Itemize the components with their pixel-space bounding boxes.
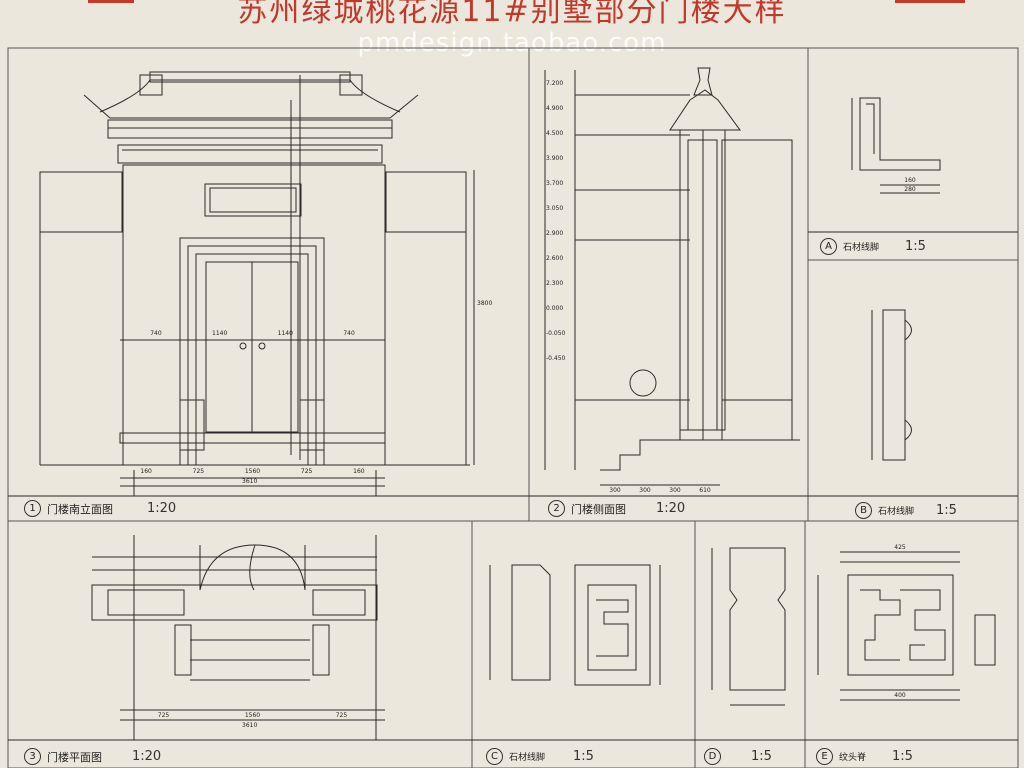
level: 2.600 <box>546 255 564 262</box>
dim: 725 <box>300 468 313 475</box>
dim: 740 <box>150 330 162 337</box>
plan-bottom-dims: 725 1560 725 <box>120 712 385 719</box>
detail-d-drawing <box>711 547 786 706</box>
title-rule-right <box>895 0 965 3</box>
caption-3: 3 门楼平面图 1:20 <box>24 748 161 765</box>
detail-c-drawing <box>489 564 661 686</box>
level: -0.450 <box>546 355 566 362</box>
height-dim: 3800 <box>477 300 493 307</box>
dim: 1140 <box>277 330 293 337</box>
elevation-drawing <box>39 71 475 496</box>
level: 4.500 <box>546 130 564 137</box>
dim: 300 <box>669 487 681 494</box>
detail-b-drawing <box>871 309 912 461</box>
caption-a-label: 石材线脚 <box>843 243 880 253</box>
level: 2.300 <box>546 280 564 287</box>
elev-total-dim: 3610 <box>242 478 258 485</box>
dim: 160 <box>140 468 152 475</box>
caption-1: 1 门楼南立面图 1:20 <box>24 500 176 517</box>
caption-e-label: 纹头脊 <box>839 753 867 763</box>
dim: 300 <box>639 487 651 494</box>
detail-e-dim1: 425 <box>894 544 906 551</box>
level: 4.900 <box>546 105 564 112</box>
caption-b-label: 石材线脚 <box>878 507 915 517</box>
level: 3.050 <box>546 205 564 212</box>
dim: 725 <box>157 712 170 719</box>
caption-c-number: C <box>486 748 503 765</box>
caption-d: D 1:5 <box>704 748 772 765</box>
caption-1-scale: 1:20 <box>147 501 177 516</box>
dim: 1560 <box>244 712 261 719</box>
detail-a-dim1: 160 <box>904 177 916 184</box>
caption-3-scale: 1:20 <box>132 749 162 764</box>
caption-e: E 纹头脊 1:5 <box>816 748 913 765</box>
elev-bottom-dims: 160 725 1560 725 160 <box>120 468 385 475</box>
caption-3-label: 门楼平面图 <box>47 750 102 764</box>
level: 0.000 <box>546 305 564 312</box>
level: -0.050 <box>546 330 566 337</box>
dim: 160 <box>353 468 365 475</box>
caption-2: 2 门楼侧面图 1:20 <box>548 500 685 517</box>
caption-a-number: A <box>820 238 837 255</box>
level: 3.700 <box>546 180 564 187</box>
caption-1-number: 1 <box>24 500 41 517</box>
plan-total-dim: 3610 <box>242 722 258 729</box>
dim: 1560 <box>244 468 261 475</box>
watermark: pmdesign.taobao.com <box>357 28 667 58</box>
caption-e-scale: 1:5 <box>892 749 913 764</box>
dim: 610 <box>699 487 711 494</box>
sheet-title: 苏州绿城桃花源11#别墅部分门楼大样 <box>237 0 787 29</box>
detail-a-drawing <box>851 97 941 194</box>
dim: 1140 <box>212 330 228 337</box>
caption-1-label: 门楼南立面图 <box>47 502 113 516</box>
caption-2-label: 门楼侧面图 <box>571 502 626 516</box>
dim: 725 <box>192 468 205 475</box>
level: 3.900 <box>546 155 564 162</box>
detail-e-drawing <box>817 551 996 701</box>
elev-mid-dims: 740 1140 1140 740 <box>125 330 380 337</box>
caption-d-scale: 1:5 <box>751 749 772 764</box>
caption-c-scale: 1:5 <box>573 749 594 764</box>
level: 7.200 <box>546 80 564 87</box>
detail-a-dim2: 280 <box>904 186 916 193</box>
dim: 725 <box>335 712 348 719</box>
level-marks: 7.200 4.900 4.500 3.900 3.700 3.050 2.90… <box>546 80 565 362</box>
title-rule-left <box>88 0 134 3</box>
caption-2-number: 2 <box>548 500 565 517</box>
caption-e-number: E <box>816 748 833 765</box>
detail-e-dim2: 400 <box>894 692 906 699</box>
caption-a: A 石材线脚 1:5 <box>820 238 926 255</box>
caption-d-number: D <box>704 748 721 765</box>
dim: 300 <box>609 487 621 494</box>
caption-b: B 石材线脚 1:5 <box>855 502 957 519</box>
caption-3-number: 3 <box>24 748 41 765</box>
dim: 740 <box>343 330 355 337</box>
caption-2-scale: 1:20 <box>656 501 686 516</box>
side-section-drawing <box>544 67 800 486</box>
caption-b-number: B <box>855 502 872 519</box>
plan-drawing <box>91 535 385 740</box>
side-bottom-dims: 300 300 300 610 <box>600 487 720 494</box>
level: 2.900 <box>546 230 564 237</box>
caption-b-scale: 1:5 <box>936 503 957 518</box>
caption-c: C 石材线脚 1:5 <box>486 748 594 765</box>
caption-a-scale: 1:5 <box>905 239 926 254</box>
caption-c-label: 石材线脚 <box>509 753 546 763</box>
